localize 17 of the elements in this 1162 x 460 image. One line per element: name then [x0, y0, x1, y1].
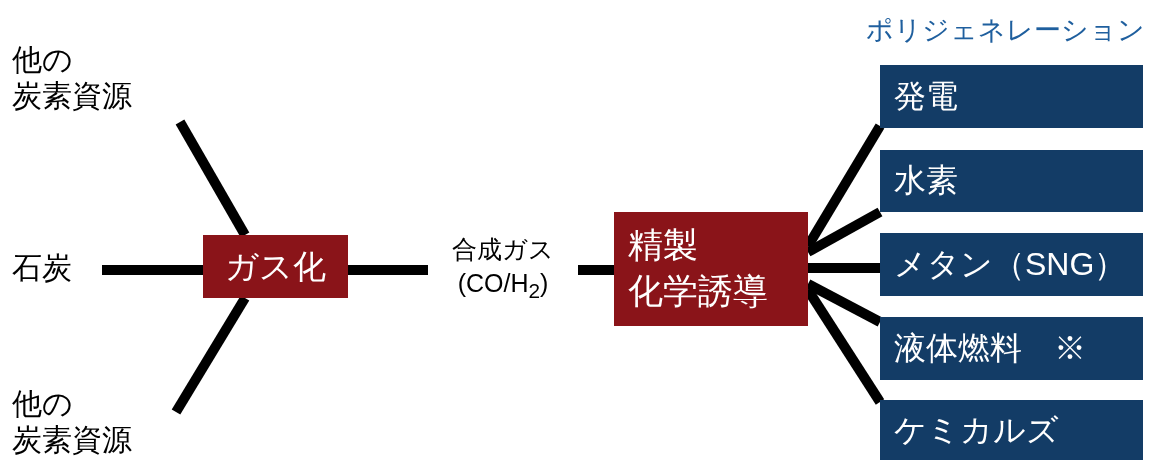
connector-line: [578, 265, 614, 275]
connector-line: [102, 265, 203, 275]
source-label: 他の炭素資源: [12, 42, 184, 122]
product-box: メタン（SNG）: [880, 233, 1143, 296]
product-box: 液体燃料 ※: [880, 317, 1143, 380]
source-label: 石炭: [12, 250, 102, 290]
gas-label: 合成ガス (CO/H$_{2}$): [428, 226, 578, 316]
process-box: ガス化: [203, 235, 348, 298]
connector-line: [808, 263, 880, 273]
product-box: ケミカルズ: [880, 400, 1143, 460]
product-box: 発電: [880, 65, 1143, 128]
column-heading: ポリジェネレーション: [866, 14, 1145, 47]
connector-line: [175, 119, 250, 238]
product-box: 水素: [880, 150, 1143, 212]
process-box: 精製化学誘導: [614, 212, 808, 326]
source-label: 他の炭素資源: [12, 386, 184, 460]
connector-line: [348, 265, 428, 275]
